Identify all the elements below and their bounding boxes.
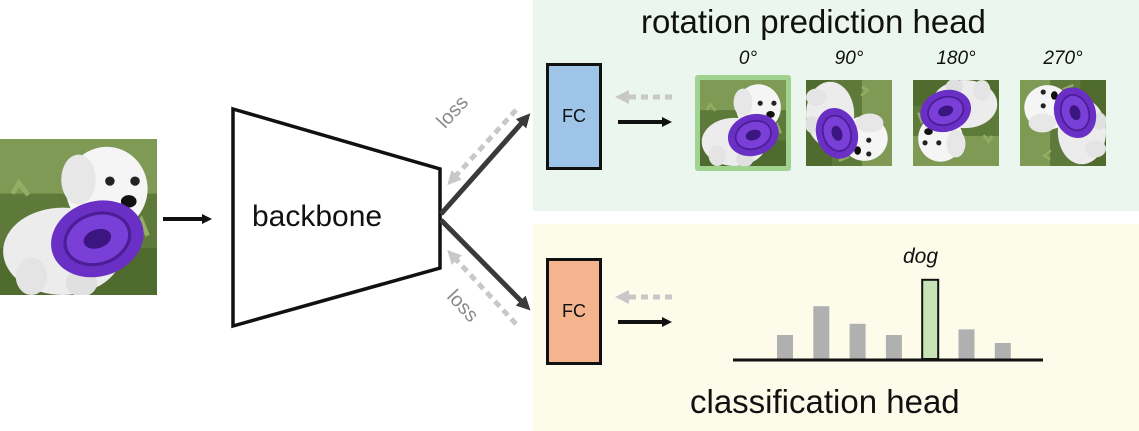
bar-3 [885, 335, 902, 359]
rotated-image-180 [913, 80, 999, 166]
angle-label-180: 180° [936, 48, 976, 69]
input-dog-image [0, 139, 157, 297]
backbone-label: backbone [252, 200, 383, 233]
bar-dog [921, 278, 940, 360]
bar-6 [994, 343, 1011, 359]
loss-arrow-upper [447, 108, 518, 186]
rotation-fc-label: FC [562, 106, 586, 126]
angle-label-90: 90° [834, 48, 864, 69]
bar-0 [777, 335, 793, 359]
rotated-image-270 [1020, 80, 1106, 166]
angle-label-0: 0° [738, 48, 758, 69]
classification-fc-box: FC [546, 258, 602, 365]
backbone-trapezoid [231, 106, 442, 329]
highlighted-class-label: dog [903, 245, 939, 268]
forward-arrow-rotation [439, 113, 531, 216]
class-score-bars [777, 278, 1011, 360]
loss-arrow-lower [447, 249, 518, 326]
classification-head-title: classification head [690, 383, 960, 420]
bar-1 [813, 306, 830, 359]
classification-fc-label: FC [562, 301, 586, 321]
bar-5 [958, 329, 975, 359]
angle-label-270: 270° [1043, 48, 1083, 69]
forward-arrow-classification [439, 218, 531, 311]
rotation-head-title: rotation prediction head [641, 3, 986, 40]
rotation-fc-box: FC [546, 63, 602, 170]
rotated-image-90 [806, 80, 892, 166]
bar-2 [849, 323, 866, 359]
rotated-image-0 [700, 80, 786, 166]
classification-head-panel [533, 224, 1139, 431]
